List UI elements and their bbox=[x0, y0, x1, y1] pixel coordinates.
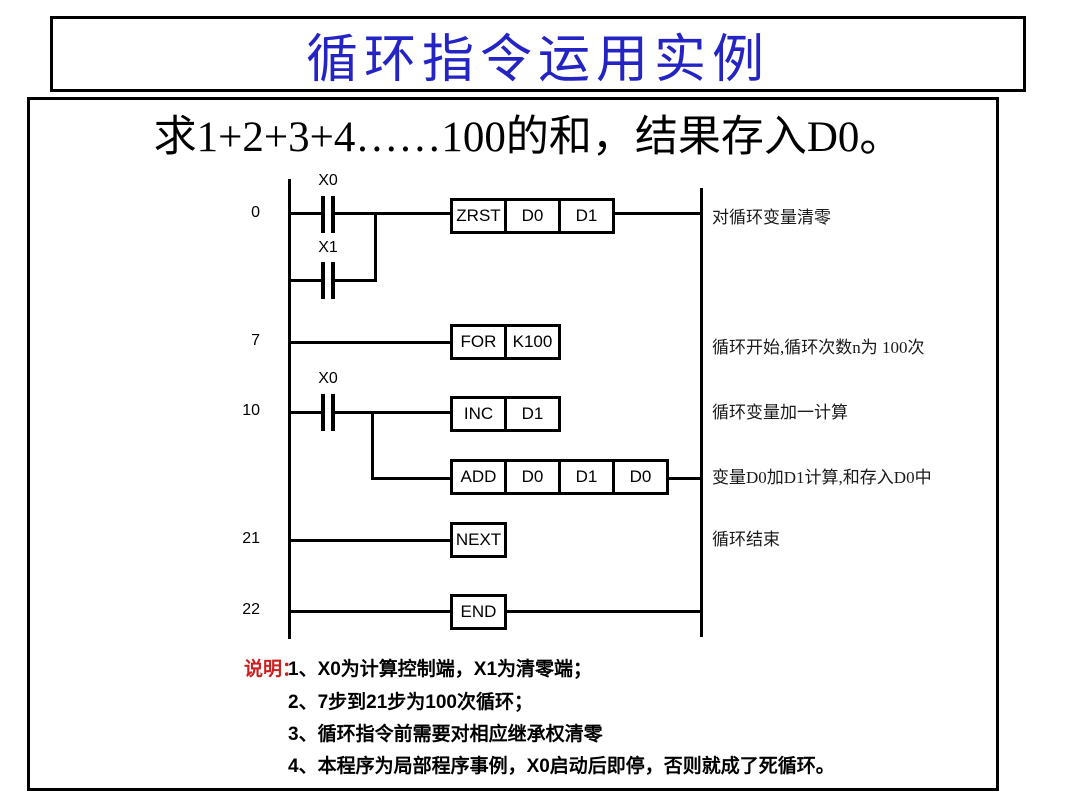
branch-wire bbox=[374, 212, 377, 282]
opcode-cell: FOR bbox=[450, 324, 507, 360]
contact-x0-bar bbox=[321, 394, 325, 431]
wire bbox=[371, 477, 455, 480]
wire bbox=[290, 411, 323, 414]
instruction-box-inc: INC D1 bbox=[450, 396, 561, 432]
note-item-3: 3、循环指令前需要对相应继承权清零 bbox=[288, 724, 603, 745]
right-power-rail bbox=[700, 188, 703, 637]
wire bbox=[335, 212, 455, 215]
contact-label-x1: X1 bbox=[318, 239, 338, 256]
step-number-21: 21 bbox=[242, 530, 260, 547]
instruction-box-end: END bbox=[450, 594, 507, 630]
instruction-box-add: ADD D0 D1 D0 bbox=[450, 459, 669, 495]
contact-x0-bar bbox=[321, 196, 325, 233]
rung-comment-inc: 循环变量加一计算 bbox=[712, 403, 848, 422]
operand-cell: D1 bbox=[504, 396, 561, 432]
notes-label: 说明： bbox=[244, 659, 302, 680]
page-title: 循环指令运用实例 bbox=[305, 31, 770, 89]
rung-comment-add: 变量D0加D1计算,和存入D0中 bbox=[712, 468, 932, 487]
contact-x0-bar bbox=[331, 394, 335, 431]
step-number-7: 7 bbox=[251, 332, 260, 349]
instruction-box-zrst: ZRST D0 D1 bbox=[450, 198, 615, 234]
title-box: 循环指令运用实例 bbox=[50, 16, 1026, 92]
wire bbox=[290, 539, 455, 542]
opcode-cell: INC bbox=[450, 396, 507, 432]
operand-cell: D1 bbox=[558, 198, 615, 234]
wire bbox=[600, 212, 700, 215]
wire bbox=[290, 212, 323, 215]
rung-comment-next: 循环结束 bbox=[712, 530, 780, 549]
opcode-cell: END bbox=[450, 594, 507, 630]
contact-label-x0: X0 bbox=[318, 172, 338, 189]
opcode-cell: ZRST bbox=[450, 198, 507, 234]
operand-cell: K100 bbox=[504, 324, 561, 360]
operand-cell: D0 bbox=[504, 198, 561, 234]
rung-comment-zrst: 对循环变量清零 bbox=[712, 208, 831, 227]
left-power-rail bbox=[288, 179, 291, 639]
contact-label-x0: X0 bbox=[318, 370, 338, 387]
instruction-box-for: FOR K100 bbox=[450, 324, 561, 360]
wire bbox=[290, 279, 323, 282]
step-number-22: 22 bbox=[242, 601, 260, 618]
instruction-box-next: NEXT bbox=[450, 522, 507, 558]
note-item-4: 4、本程序为局部程序事例，X0启动后即停，否则就成了死循环。 bbox=[288, 756, 835, 777]
wire bbox=[335, 279, 377, 282]
opcode-cell: ADD bbox=[450, 459, 507, 495]
contact-x1-bar bbox=[321, 262, 325, 299]
step-number-10: 10 bbox=[242, 402, 260, 419]
wire bbox=[650, 477, 700, 480]
problem-statement: 求1+2+3+4……100的和，结果存入D0。 bbox=[153, 114, 903, 161]
operand-cell: D0 bbox=[612, 459, 669, 495]
step-number-0: 0 bbox=[251, 204, 260, 221]
note-item-2: 2、7步到21步为100次循环； bbox=[288, 692, 533, 713]
opcode-cell: NEXT bbox=[450, 522, 507, 558]
wire bbox=[290, 341, 455, 344]
operand-cell: D1 bbox=[558, 459, 615, 495]
contact-x0-bar bbox=[331, 196, 335, 233]
wire bbox=[335, 411, 455, 414]
rung-comment-for: 循环开始,循环次数n为 100次 bbox=[712, 338, 925, 357]
contact-x1-bar bbox=[331, 262, 335, 299]
branch-wire bbox=[371, 411, 374, 480]
note-item-1: 1、X0为计算控制端，X1为清零端； bbox=[288, 659, 593, 680]
operand-cell: D0 bbox=[504, 459, 561, 495]
